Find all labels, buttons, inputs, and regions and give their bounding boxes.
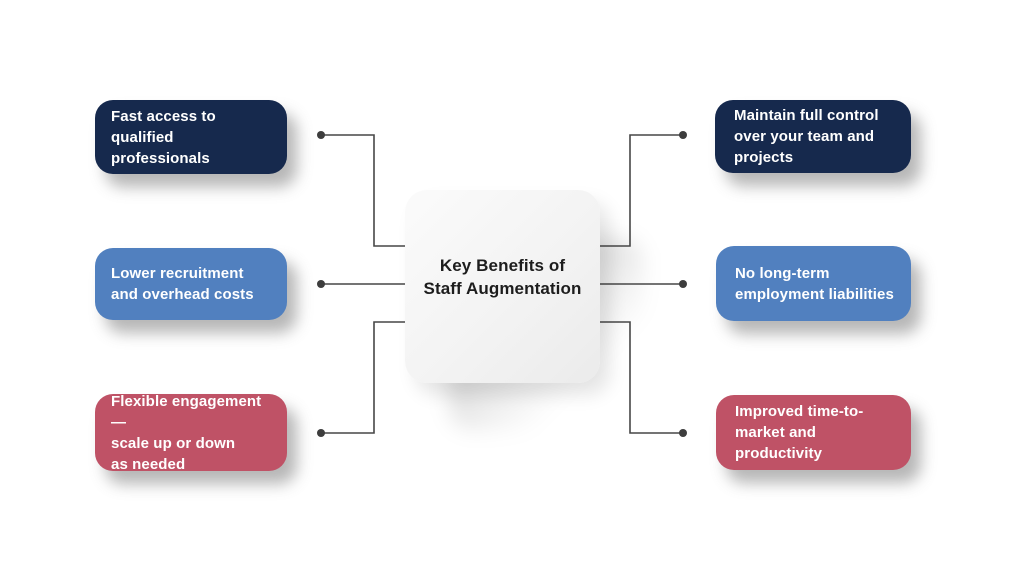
- benefit-box-time-to-market: Improved time-to-market and productivity: [716, 395, 911, 470]
- connector-left-bottom: [321, 321, 405, 434]
- connector-right-top: [600, 134, 683, 247]
- connector-right-bottom: [600, 321, 683, 434]
- connector-dot-icon: [679, 280, 687, 288]
- connector-dot-icon: [679, 429, 687, 437]
- connector-dot-icon: [317, 280, 325, 288]
- connector-left-top: [321, 134, 405, 247]
- connector-dot-icon: [317, 429, 325, 437]
- connector-dot-icon: [679, 131, 687, 139]
- connector-dot-icon: [317, 131, 325, 139]
- benefit-label: Improved time-to-market and productivity: [735, 403, 864, 462]
